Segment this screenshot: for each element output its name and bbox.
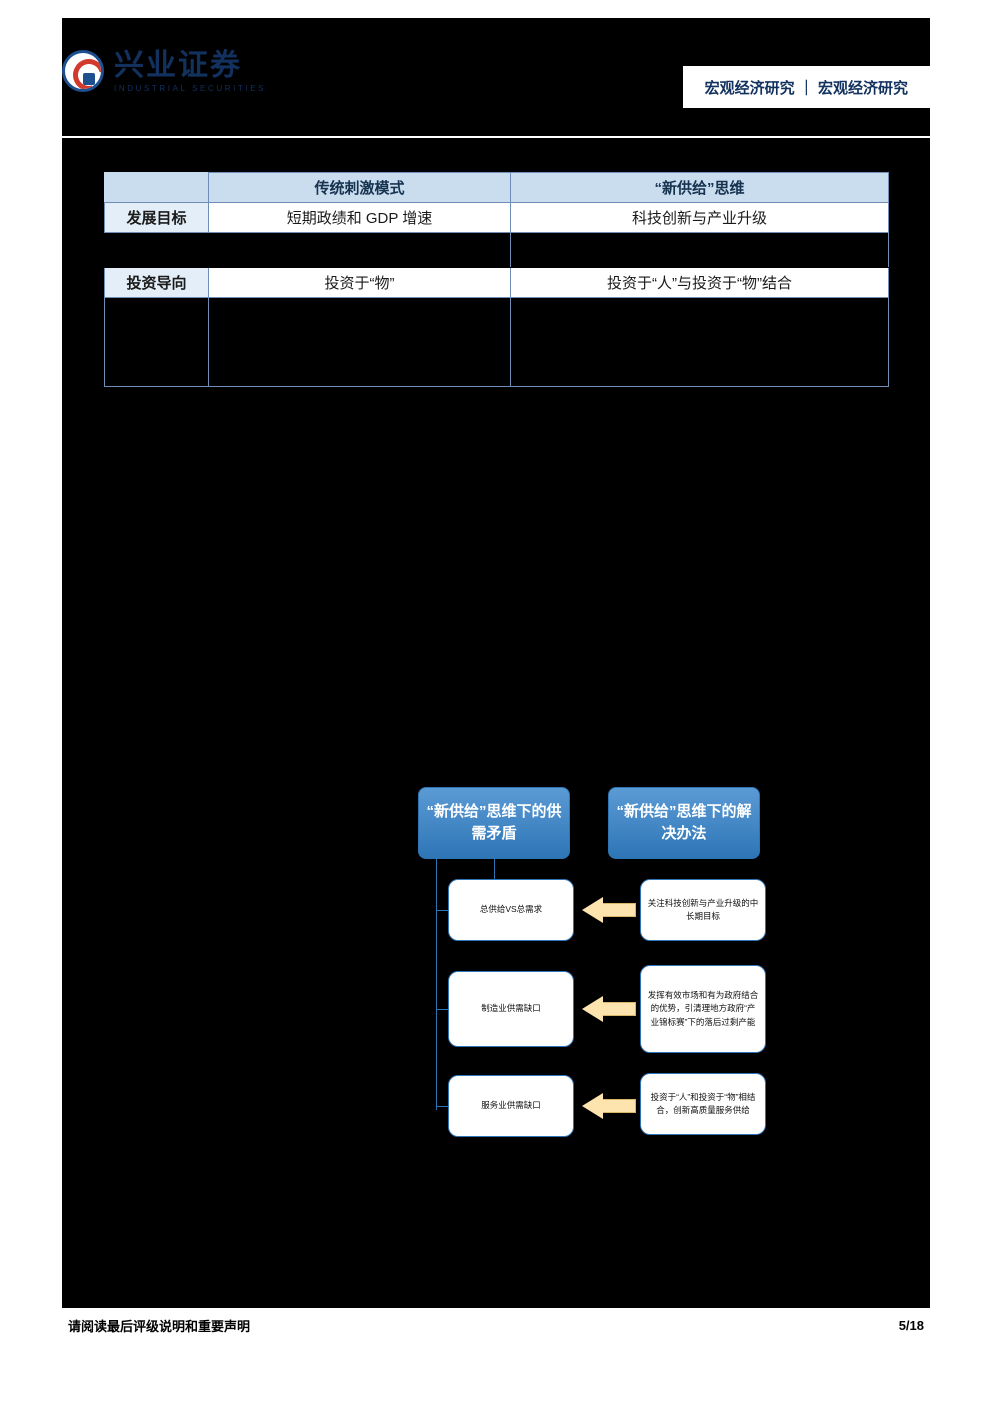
company-logo: 兴业证券 INDUSTRIAL SECURITIES: [62, 50, 266, 93]
diagram-head-left: “新供给”思维下的供需矛盾: [418, 787, 570, 859]
header-band-text: 宏观经济研究 ｜ 宏观经济研究: [704, 79, 908, 97]
diagram-right-box-2: 发挥有效市场和有为政府结合的优势，引清理地方政府“产业锦标赛”下的落后过剩产能: [640, 965, 766, 1053]
row-label-development-goal: 发展目标: [104, 202, 209, 233]
diagram-vertical-connector: [436, 859, 437, 1110]
table-header-traditional: 传统刺激模式: [208, 172, 511, 203]
diagram-right-box-3: 投资于“人”和投资于“物”相结合，创新高质量服务供给: [640, 1073, 766, 1135]
left-arrow-icon-3: [582, 1093, 636, 1119]
diagram-stem-connector: [494, 859, 495, 879]
page-margin-top: [0, 0, 992, 18]
diagram-branch-connector-3: [436, 1106, 448, 1107]
table-row: 发展目标 短期政绩和 GDP 增速 科技创新与产业升级: [104, 202, 889, 233]
table-header-newsupply: “新供给”思维: [510, 172, 889, 203]
cell-blank-2-newsupply: [510, 297, 889, 387]
diagram-right-box-1: 关注科技创新与产业升级的中长期目标: [640, 879, 766, 941]
diagram-branch-connector-1: [436, 910, 448, 911]
logo-mark-icon: [62, 50, 104, 93]
diagram-branch-connector-2: [436, 1009, 448, 1010]
arrow-tip: [582, 996, 603, 1022]
logo-text: 兴业证券 INDUSTRIAL SECURITIES: [114, 50, 266, 93]
cell-investment-traditional: 投资于“物”: [208, 267, 511, 298]
diagram-left-box-1: 总供给VS总需求: [448, 879, 574, 941]
cell-blank-2-traditional: [208, 297, 511, 387]
page-footer: 请阅读最后评级说明和重要声明 5/18: [62, 1307, 930, 1343]
table-row: [104, 297, 889, 387]
row-label-investment-orientation: 投资导向: [104, 267, 209, 298]
cell-blank-2-label: [104, 297, 209, 387]
flow-diagram: “新供给”思维下的供需矛盾 “新供给”思维下的解决办法 总供给VS总需求 制造业…: [400, 775, 820, 1175]
cell-investment-newsupply: 投资于“人”与投资于“物”结合: [510, 267, 889, 298]
diagram-head-right: “新供给”思维下的解决办法: [608, 787, 760, 859]
diagram-left-box-2: 制造业供需缺口: [448, 971, 574, 1047]
page-header: 兴业证券 INDUSTRIAL SECURITIES 宏观经济研究 ｜ 宏观经济…: [62, 18, 930, 138]
table-header-row: 传统刺激模式 “新供给”思维: [104, 172, 889, 203]
footer-disclaimer: 请阅读最后评级说明和重要声明: [68, 1319, 251, 1334]
arrow-tip: [582, 897, 603, 923]
cell-development-goal-traditional: 短期政绩和 GDP 增速: [208, 202, 511, 233]
arrow-shaft: [602, 1002, 636, 1016]
table-row: 投资导向 投资于“物” 投资于“人”与投资于“物”结合: [104, 267, 889, 298]
logo-english-name: INDUSTRIAL SECURITIES: [114, 83, 267, 93]
arrow-shaft: [602, 903, 636, 917]
cell-blank-1-traditional: [208, 232, 511, 268]
row-label-blank-1: [104, 232, 209, 268]
logo-chinese-name: 兴业证券: [114, 49, 242, 82]
table-row: [104, 232, 889, 268]
left-arrow-icon-1: [582, 897, 636, 923]
cell-development-goal-newsupply: 科技创新与产业升级: [510, 202, 889, 233]
comparison-table: 传统刺激模式 “新供给”思维 发展目标 短期政绩和 GDP 增速 科技创新与产业…: [104, 172, 889, 387]
left-arrow-icon-2: [582, 996, 636, 1022]
cell-blank-1-newsupply: [510, 232, 889, 268]
arrow-shaft: [602, 1099, 636, 1113]
page-margin-right: [930, 0, 992, 1403]
table-header-blank: [104, 172, 209, 203]
footer-page-number: 5/18: [898, 1318, 924, 1333]
arrow-tip: [582, 1093, 603, 1119]
comparison-table-wrapper: 传统刺激模式 “新供给”思维 发展目标 短期政绩和 GDP 增速 科技创新与产业…: [104, 172, 889, 387]
page-margin-left: [0, 0, 62, 1403]
header-divider: [62, 136, 930, 138]
diagram-left-box-3: 服务业供需缺口: [448, 1075, 574, 1137]
page-margin-bottom: [0, 1343, 992, 1403]
header-band: 宏观经济研究 ｜ 宏观经济研究: [682, 66, 930, 108]
